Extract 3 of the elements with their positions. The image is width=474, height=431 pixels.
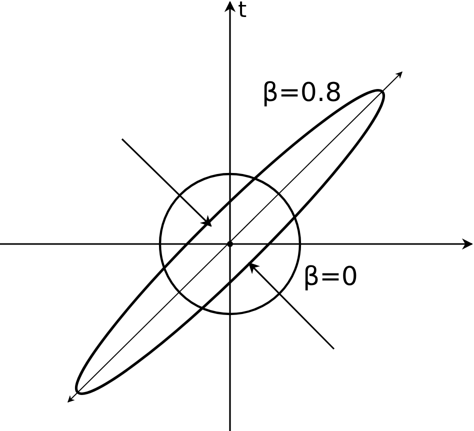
axis-label: t bbox=[238, 0, 247, 22]
curve-label: β=0 bbox=[303, 264, 358, 290]
curve-label: β=0.8 bbox=[262, 80, 342, 106]
